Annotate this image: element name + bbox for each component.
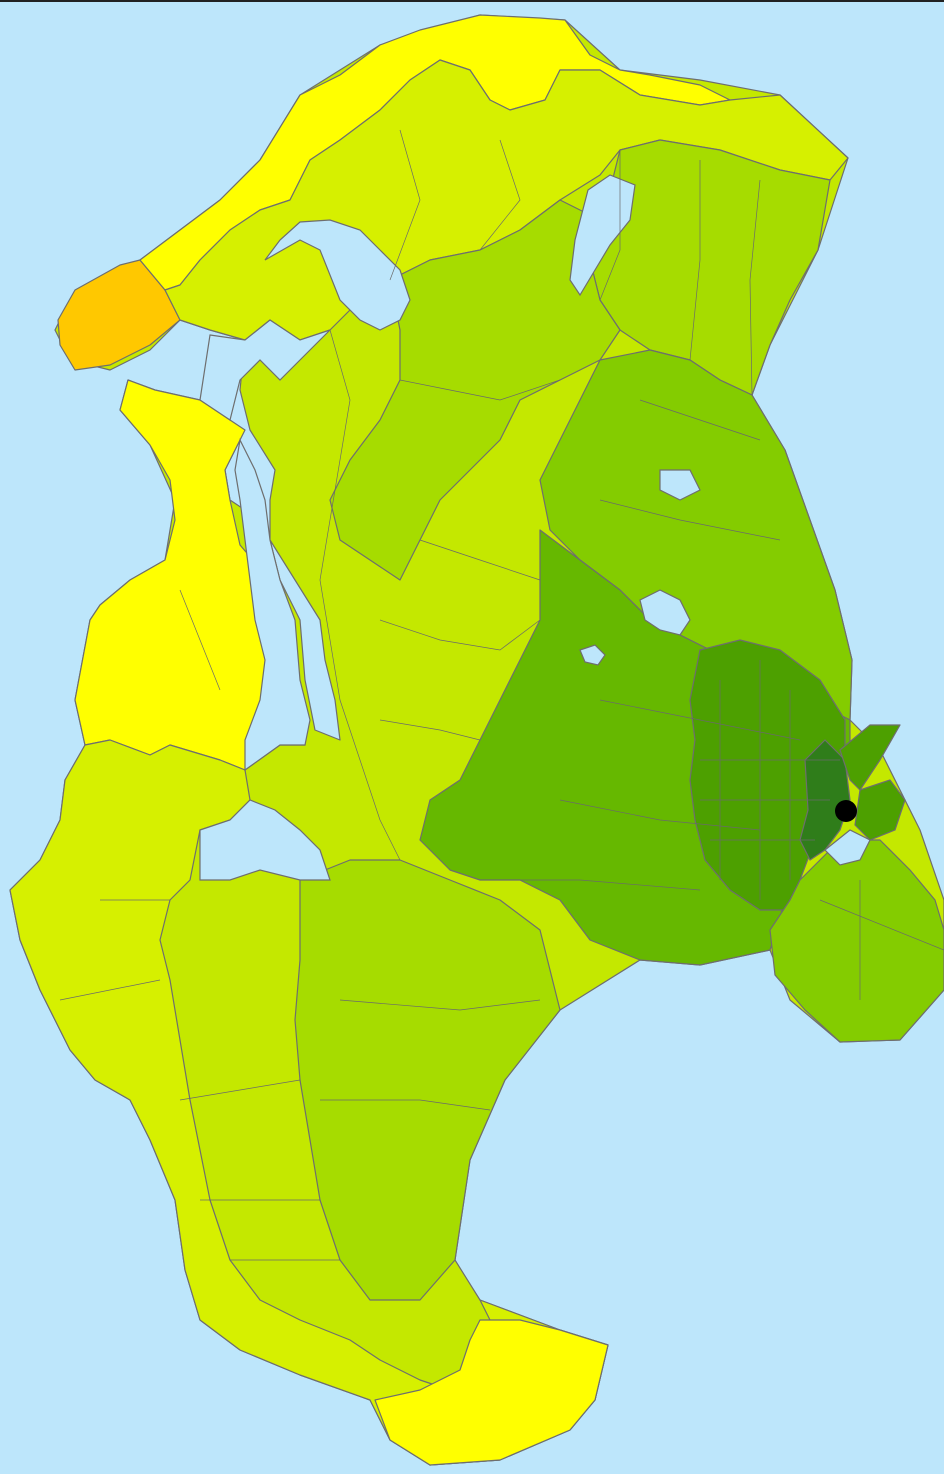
- boundary: [639, 399, 761, 441]
- city-center-marker: [835, 800, 857, 822]
- boundary: [599, 150, 621, 301]
- fjord-north: [264, 219, 411, 331]
- boundary: [379, 619, 541, 651]
- boundary: [599, 699, 801, 741]
- boundary: [419, 539, 541, 581]
- boundary: [379, 719, 481, 741]
- lake-small: [579, 644, 606, 666]
- boundary: [319, 329, 401, 861]
- lake-central: [639, 589, 691, 636]
- boundary: [689, 160, 701, 361]
- lake-north: [569, 174, 636, 297]
- district-harbor: [839, 724, 901, 791]
- boundary: [59, 979, 161, 1001]
- boundary: [599, 499, 781, 541]
- boundary: [389, 129, 421, 281]
- fjord-west: [199, 319, 331, 421]
- district-harbor-north: [854, 779, 906, 841]
- boundary: [320, 1099, 491, 1111]
- district-south-tip: [374, 1319, 609, 1466]
- fjord-south: [199, 799, 331, 881]
- boundary: [819, 899, 944, 951]
- boundary: [480, 879, 701, 891]
- boundary: [749, 179, 761, 396]
- boundary: [339, 999, 541, 1011]
- boundary: [479, 139, 521, 251]
- boundary: [179, 1079, 301, 1101]
- boundary: [399, 379, 561, 401]
- lake-east: [659, 469, 701, 501]
- harbor-water: [824, 829, 871, 866]
- district-boundaries: [59, 129, 944, 1261]
- boundary: [559, 799, 761, 831]
- district-island-east: [769, 839, 944, 1043]
- boundary: [179, 589, 221, 691]
- fjord-channel: [234, 438, 311, 772]
